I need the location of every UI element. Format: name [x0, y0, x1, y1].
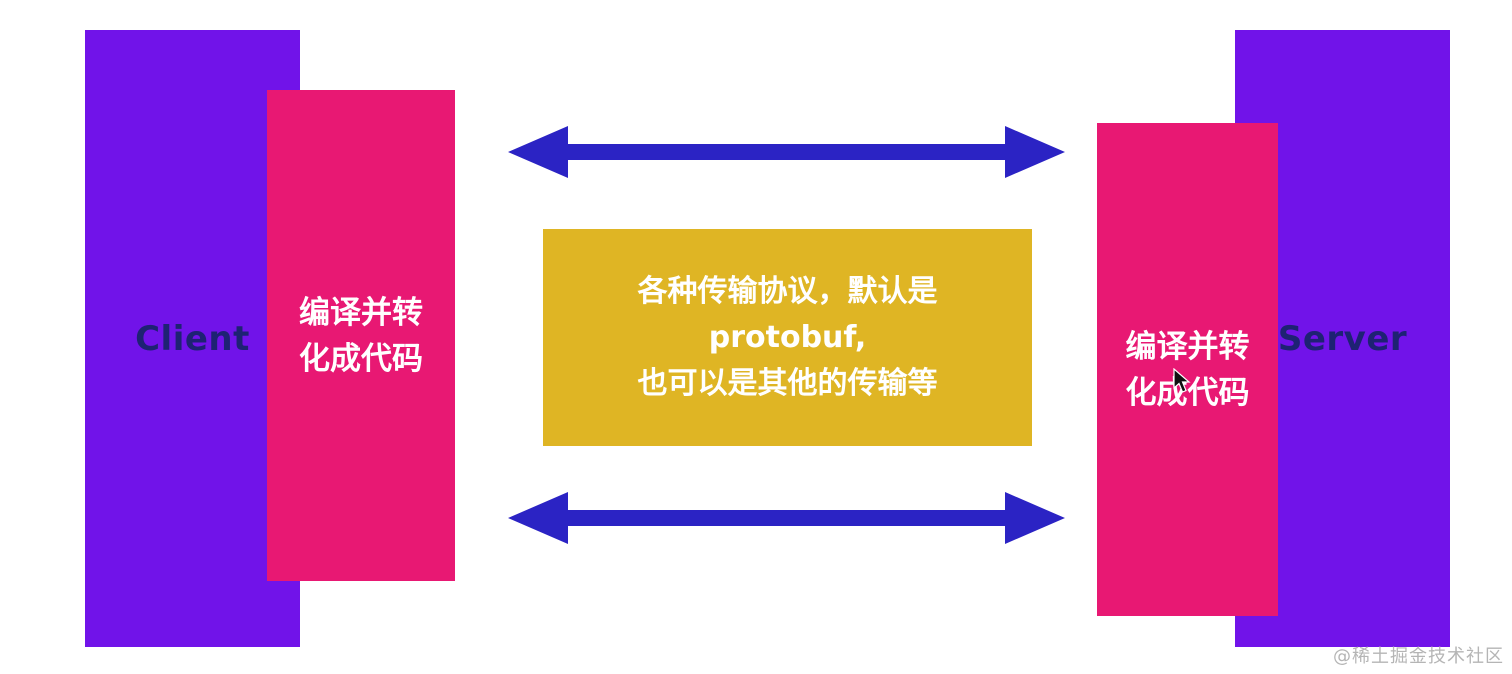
protocol-box: 各种传输协议，默认是 protobuf, 也可以是其他的传输等	[543, 229, 1032, 446]
server-codegen-line-1: 编译并转	[1125, 328, 1250, 365]
client-codegen-line-1: 编译并转	[299, 294, 423, 331]
client-codegen-line-2: 化成代码	[299, 340, 423, 377]
bottom-transport-arrow	[508, 492, 1065, 544]
client-box: Client	[85, 30, 300, 647]
server-codegen-box: 编译并转 化成代码	[1097, 123, 1278, 616]
protocol-line-1: 各种传输协议，默认是	[637, 273, 938, 309]
protocol-label: 各种传输协议，默认是 protobuf, 也可以是其他的传输等	[638, 269, 938, 407]
mouse-cursor-icon	[1173, 368, 1191, 393]
top-transport-arrow	[508, 126, 1065, 178]
server-label: Server	[1277, 318, 1408, 359]
top-transport-arrow-shape	[508, 126, 1065, 178]
protocol-line-2: protobuf,	[708, 319, 867, 355]
watermark: @稀土掘金技术社区	[1333, 646, 1504, 667]
protocol-line-3: 也可以是其他的传输等	[637, 365, 938, 401]
client-codegen-box: 编译并转 化成代码	[267, 90, 455, 581]
bottom-transport-arrow-shape	[508, 492, 1065, 544]
client-label: Client	[135, 318, 250, 359]
client-codegen-label: 编译并转 化成代码	[299, 290, 423, 382]
